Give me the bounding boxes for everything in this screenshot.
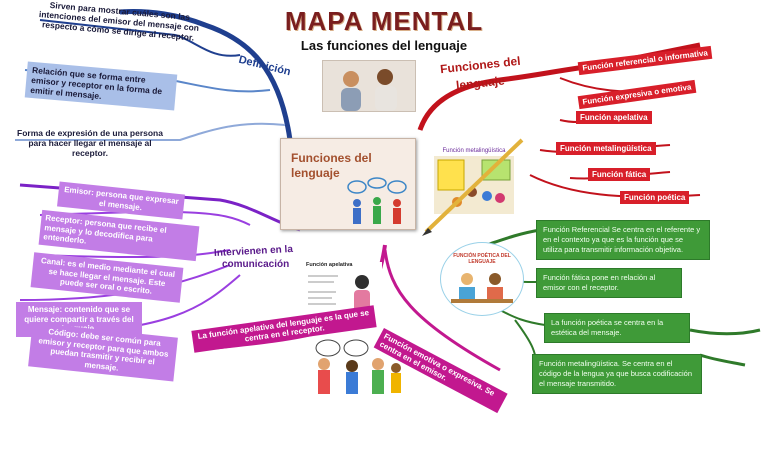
desc-funcion-fatica: Función fática pone en relación al emiso… [536,268,682,298]
tag-funcion-poetica: Función poética [620,191,690,204]
desc-funcion-poetica: La función poética se centra en la estét… [544,313,690,343]
central-title-line1: Funciones del [291,151,372,165]
central-title-line2: lenguaje [291,166,340,180]
speech-bubbles-icon [347,177,407,224]
pencil-icon [422,138,524,236]
photo-people-talking [322,60,416,112]
tag-funcion-metalinguistica: Función metalingüística [556,142,656,155]
intervienen-label-line2: comunicación [222,259,290,270]
poetica-caption: FUNCIÓN POÉTICA DEL LENGUAJE [453,253,511,265]
desc-funcion-referencial: Función Referencial Se centra en el refe… [536,220,710,260]
people-dialogue-drawing [315,339,401,394]
desc-funcion-metalinguistica: Función metalingüística. Se centra en el… [532,354,702,394]
map-title: MAPA MENTAL [284,6,484,36]
metalinguistica-caption: Función metalingüística [442,148,506,154]
tag-funcion-fatica: Función fática [588,168,651,181]
central-topic-card: Funciones del lenguaje [280,138,416,230]
tag-funcion-apelativa: Función apelativa [576,111,652,124]
apelativa-caption: Función apelativa [306,262,353,268]
map-subtitle: Las funciones del lenguaje [300,38,468,53]
definicion-item-3: Forma de expresión de una persona para h… [17,128,163,158]
illustration-poetica: FUNCIÓN POÉTICA DEL LENGUAJE [440,242,524,316]
